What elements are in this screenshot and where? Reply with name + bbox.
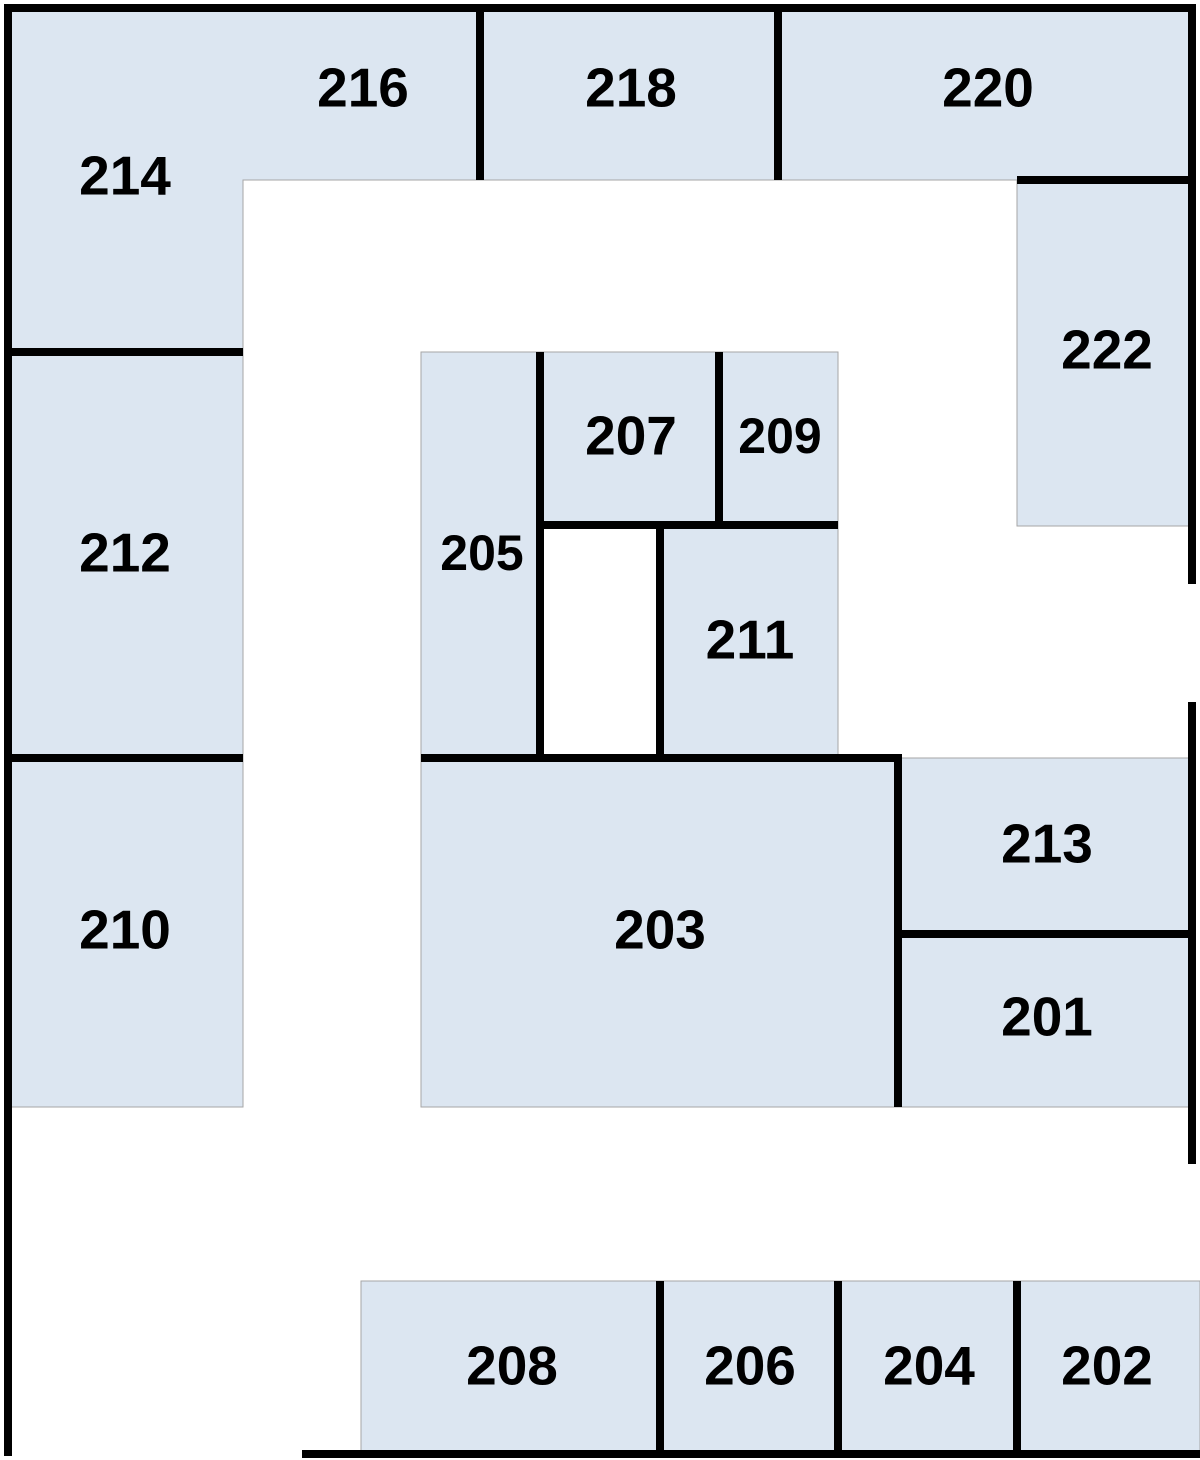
room-212-area[interactable] <box>7 351 244 759</box>
room-218-label: 218 <box>585 57 677 119</box>
room-207-area[interactable] <box>539 351 720 526</box>
room-204-label: 204 <box>883 1335 975 1397</box>
room-205-area[interactable] <box>420 351 541 759</box>
room-201-label: 201 <box>1001 986 1093 1048</box>
room-labels: 214 216 218 220 222 212 210 205 207 209 … <box>79 57 1153 1397</box>
room-216-label: 216 <box>317 57 409 119</box>
room-209-area[interactable] <box>718 351 839 526</box>
room-213-area[interactable] <box>897 757 1193 935</box>
room-202-label: 202 <box>1061 1335 1153 1397</box>
room-205-label: 205 <box>440 525 523 581</box>
room-212-label: 212 <box>79 522 171 584</box>
room-211-area[interactable] <box>659 524 839 759</box>
room-206-label: 206 <box>704 1335 796 1397</box>
room-208-area[interactable] <box>360 1280 661 1455</box>
room-209-label: 209 <box>738 408 821 464</box>
room-220-label: 220 <box>942 57 1034 119</box>
room-222-label: 222 <box>1061 319 1153 381</box>
room-220-area[interactable] <box>777 7 1193 181</box>
room-218-area[interactable] <box>479 7 779 181</box>
room-areas <box>7 7 1200 1455</box>
room-201-area[interactable] <box>897 933 1193 1108</box>
walls <box>4 4 1200 1458</box>
room-222-area[interactable] <box>1016 179 1193 527</box>
room-211-label: 211 <box>706 609 795 671</box>
room-203-label: 203 <box>614 899 706 961</box>
room-204-area[interactable] <box>837 1280 1018 1455</box>
room-207-label: 207 <box>585 405 677 467</box>
room-208-label: 208 <box>466 1335 558 1397</box>
room-214-label: 214 <box>79 145 171 207</box>
room-210-label: 210 <box>79 899 171 961</box>
room-213-label: 213 <box>1001 813 1093 875</box>
room-202-area[interactable] <box>1016 1280 1200 1455</box>
room-206-area[interactable] <box>659 1280 839 1455</box>
